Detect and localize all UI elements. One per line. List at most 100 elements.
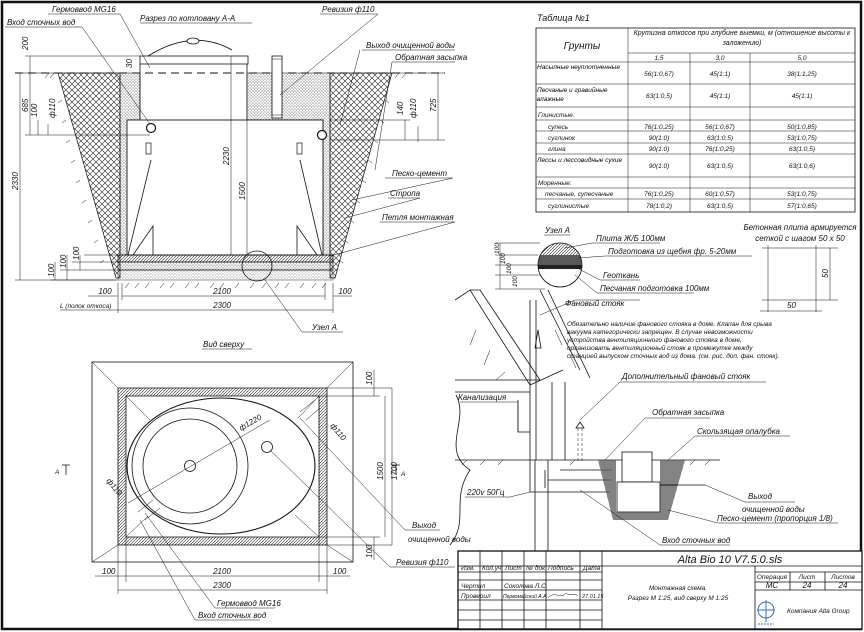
dim-725: 725 xyxy=(429,98,438,112)
label-backfill: Обратная засыпка xyxy=(395,53,468,62)
note-line: устройства вентиляционного фанового стоя… xyxy=(566,336,742,344)
ground-hatch xyxy=(44,72,407,289)
label-backfill: Обратная засыпка xyxy=(652,408,725,417)
table-cell: 53(1:0,75) xyxy=(787,135,817,142)
table-cell: 63(1:0,5) xyxy=(707,203,733,210)
table-cell: 45(1:1) xyxy=(710,93,731,100)
label-inlet: Вход сточных вод xyxy=(7,18,76,27)
table-row-soil: суглинистые xyxy=(548,203,589,210)
slope-label: L (полок откоса) xyxy=(60,303,111,310)
title-block: Изм. Кол.уч Лист № док Подпись Дата Черт… xyxy=(457,550,863,630)
table-cell: 45(1:1) xyxy=(792,93,813,100)
sheets-value: 24 xyxy=(838,581,848,590)
table-cell: 56(1:0,67) xyxy=(705,124,735,131)
description-1: Монтажная схема. xyxy=(649,585,707,592)
label-inlet: Вход сточных вод xyxy=(662,536,731,545)
section-dimension-lines xyxy=(15,55,445,313)
header-doc: № док xyxy=(526,564,546,572)
table-cell: 63(1:0,5) xyxy=(646,93,672,100)
header-qty: Кол.уч xyxy=(482,565,502,572)
dim-100: 100 xyxy=(59,254,68,268)
outlet-pipe-icon xyxy=(316,129,328,141)
section-mark-right: A xyxy=(400,471,405,478)
mesh-dim-h: 50 xyxy=(787,301,796,310)
table-cell: 56(1:0,67) xyxy=(644,71,674,78)
soil-slope-table: Таблица №1 Грунты Крутизна откосов при г… xyxy=(535,13,856,213)
top-dimension-lines xyxy=(95,370,393,594)
table-cell: 38(1:1,25) xyxy=(787,71,817,78)
header-change: Изм. xyxy=(461,565,475,572)
depth-3: 5,0 xyxy=(797,55,806,62)
neck-outer-circle xyxy=(131,407,249,525)
label-power: 220v 50Гц xyxy=(466,488,505,497)
section-view: Разрез по котловану А-А xyxy=(5,5,468,333)
top-view-leaders xyxy=(139,417,455,621)
table-cell: 76(1:0,25) xyxy=(644,191,674,198)
installation-diagram: Фановый стояк Обязательно наличие фаново… xyxy=(449,289,838,607)
mesh-dim-v: 50 xyxy=(821,269,830,278)
table-row-soil: песчаные, супесчаные xyxy=(545,191,614,198)
label-vent: Фановый стояк xyxy=(565,299,626,308)
install-tank-neck xyxy=(621,451,653,483)
dim-100: 100 xyxy=(72,246,81,260)
label-slab: Плита Ж/Б 100мм xyxy=(596,234,666,243)
section-mark-left: A xyxy=(54,469,59,476)
break-line xyxy=(449,394,471,546)
dim-100-left: 100 xyxy=(98,287,112,296)
table-cell: 63(1:0,5) xyxy=(707,135,733,142)
label-gravel: Подготовка из щебня фр. 5-20мм xyxy=(608,247,737,256)
table-row-soil: супесь xyxy=(548,124,569,131)
center-hatch-icon xyxy=(184,460,196,472)
sling-right xyxy=(296,159,323,256)
dim-2100: 2100 xyxy=(212,567,231,576)
description-2: Разрез М 1:25, вид сверху М 1:25 xyxy=(628,594,729,602)
note-line: Обязательно наличие фанового стояка в до… xyxy=(567,320,772,328)
dim-2330: 2330 xyxy=(11,172,20,191)
dim-200: 200 xyxy=(21,36,30,51)
sheet-label: Лист xyxy=(798,574,816,581)
extra-vent-cap-icon xyxy=(575,421,585,429)
dim-2300: 2300 xyxy=(212,581,231,590)
node-dim: 100 xyxy=(500,253,507,264)
dim-100-top: 100 xyxy=(365,371,374,385)
company-logo-icon xyxy=(757,600,775,625)
install-tank xyxy=(616,481,661,513)
label-sand: Песчаная подготовка 100мм xyxy=(600,284,710,293)
dim-140: 140 xyxy=(396,101,405,115)
node-a-detail: Узел А 100 100 100 100 Плита Ж/Б 100мм П… xyxy=(494,226,752,294)
date-value: 27.01.15 xyxy=(581,594,604,600)
header-sheet: Лист xyxy=(504,565,522,572)
table-cell: 90(1:0) xyxy=(649,163,670,170)
sling-left xyxy=(127,159,154,256)
label-hermo: Гермоввод MG16 xyxy=(52,5,116,14)
tank-cap xyxy=(139,55,249,65)
table-cell: 53(1:0,75) xyxy=(787,191,817,198)
sheets-label: Листов xyxy=(830,574,855,581)
dim-685: 685 xyxy=(21,98,30,112)
revision-hole-icon xyxy=(261,441,273,453)
table-cell: 78(1:0,2) xyxy=(646,203,672,210)
header-date: Дата xyxy=(582,565,601,572)
concrete-slab xyxy=(117,254,334,263)
tank-body xyxy=(126,119,324,256)
label-sand-cement: Песко-цемент (пропорция 1/8) xyxy=(717,514,833,523)
operation-value: МС xyxy=(766,581,779,590)
table-cell: 63(1:0,6) xyxy=(789,163,815,170)
dome-handle-icon xyxy=(186,37,200,45)
file-name: Alta Bio 10 V7.5.0.sls xyxy=(677,554,783,566)
dim-100-left: 100 xyxy=(102,567,116,576)
table-row-soil: Лессы и лессовидные сухие xyxy=(537,157,623,164)
label-revision: Ревизия ф110 xyxy=(396,558,449,567)
label-node-a: Узел А xyxy=(311,323,337,332)
neck-inner-circle xyxy=(142,418,238,514)
vent-cap-icon xyxy=(534,329,542,349)
header-signature: Подпись xyxy=(548,564,574,572)
depth-1: 1,5 xyxy=(654,55,663,62)
label-sewer: Канализация xyxy=(458,393,507,402)
dim-pipe-right: ф110 xyxy=(409,98,418,118)
dim-100: 100 xyxy=(47,263,56,277)
table-row-soil: Песчаные и гравийные влажные xyxy=(537,87,608,103)
table-cell: 76(1:0,25) xyxy=(644,124,674,131)
